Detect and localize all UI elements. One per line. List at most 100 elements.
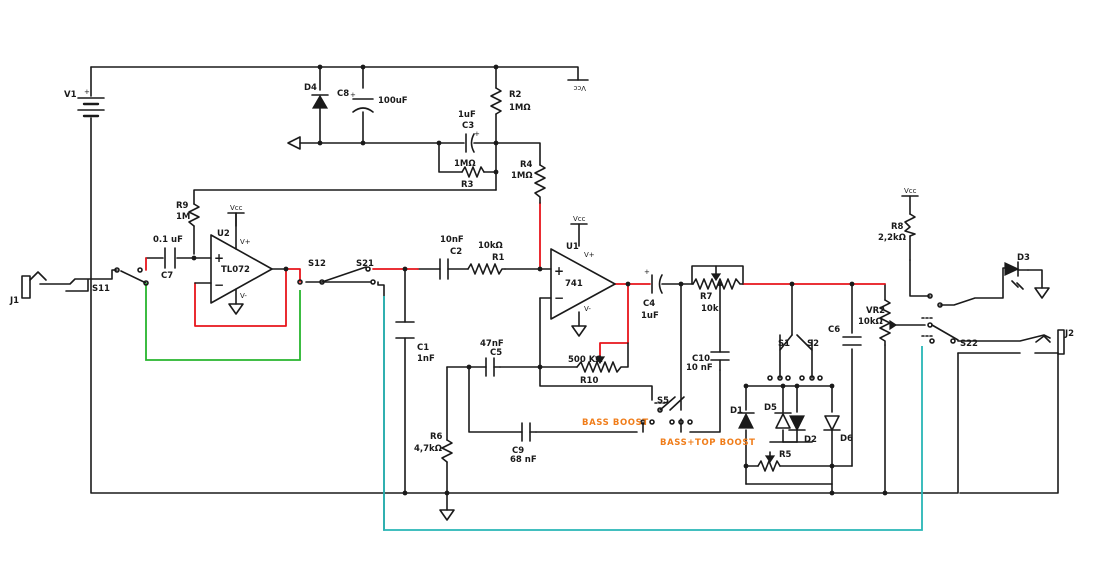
r6-ref: R6 (430, 432, 443, 442)
u1-vcc: Vcc (573, 215, 586, 223)
s1-ref: S1 (778, 339, 790, 349)
s5-ref: S5 (657, 396, 669, 406)
d1-ref: D1 (730, 406, 743, 416)
diode-d1: D1 (730, 406, 755, 429)
led-d3: D3 (1004, 253, 1050, 299)
r9-ref: R9 (176, 201, 189, 211)
s21-ref: S21 (356, 259, 374, 269)
u1-ref: U1 (566, 242, 579, 252)
c5-ref: C5 (490, 348, 502, 358)
resistor-r6: R6 4,7kΩ (414, 432, 455, 521)
c8-ref: C8 (337, 89, 349, 99)
s11-ref: S11 (92, 284, 110, 294)
capacitor-c5: 47nF C5 (480, 339, 504, 377)
r3-value: 1MΩ (454, 159, 476, 169)
vr2-ref: VR2 (866, 306, 885, 316)
capacitor-c7: 0.1 uF C7 (153, 235, 183, 281)
d2-ref: D2 (804, 435, 817, 445)
d5-ref: D5 (764, 403, 777, 413)
r8-ref: R8 (891, 222, 904, 232)
u1-vminus: V- (584, 305, 591, 313)
c7-value: 0.1 uF (153, 235, 183, 245)
u2-plus: + (214, 251, 224, 265)
d6-ref: D6 (840, 434, 853, 444)
resistor-r8: Vcc R8 2,2kΩ (878, 187, 919, 243)
c2-ref: C2 (450, 247, 462, 257)
highlighted-signal-paths (145, 202, 923, 531)
c1-value: 1nF (417, 354, 435, 364)
diode-d2: D2 (788, 415, 817, 445)
resistor-r4: R4 1MΩ (511, 160, 546, 204)
c10-value: 10 nF (686, 363, 713, 373)
switch-s11: S11 (92, 267, 149, 294)
potentiometer-r7: R7 10k (692, 265, 744, 314)
r1-value: 10kΩ (478, 241, 503, 251)
potentiometer-vr2: VR2 10kΩ (858, 299, 898, 346)
u2-ref: U2 (217, 229, 230, 239)
resistor-r2: R2 1MΩ (490, 87, 531, 115)
r4-ref: R4 (520, 160, 533, 170)
r7-value: 10k (701, 304, 719, 314)
switch-s1: S1 (767, 339, 791, 381)
opamp-u2: + − TL072 U2 V+ V- Vcc (194, 204, 273, 315)
u2-vcc: Vcc (230, 204, 243, 212)
r5-ref: R5 (779, 450, 792, 460)
c6-ref: C6 (828, 325, 840, 335)
u1-minus: − (554, 291, 564, 305)
capacitor-c8: + C8 100uF (337, 89, 408, 113)
diode-d6: D6 (823, 415, 853, 444)
switch-s21: S21 (356, 259, 376, 285)
svg-text:+: + (350, 91, 356, 99)
wires (39, 66, 1059, 531)
r9-value: 1M (176, 212, 190, 222)
c7-ref: C7 (161, 271, 173, 281)
capacitor-c1: C1 1nF (395, 321, 435, 364)
u2-minus: − (214, 278, 224, 292)
resistor-r3: 1MΩ R3 (454, 159, 485, 190)
r8-value: 2,2kΩ (878, 233, 906, 243)
r6-value: 4,7kΩ (414, 444, 442, 454)
input-jack-j1: J1 (9, 271, 47, 306)
capacitor-c4: + C4 1uF (641, 268, 682, 321)
c9-value: 68 nF (510, 455, 537, 465)
switch-s12: S12 (297, 259, 326, 285)
mode-bass-top-boost: BASS+TOP BOOST (660, 438, 756, 448)
svg-text:+: + (84, 88, 90, 96)
u1-plus: + (554, 264, 564, 278)
capacitor-c3: + 1uF C3 (458, 110, 480, 153)
capacitor-c9: C9 68 nF (510, 422, 537, 465)
j1-ref: J1 (9, 296, 19, 306)
diode-d4: D4 (304, 83, 329, 109)
c2-value: 10nF (440, 235, 464, 245)
r4-value: 1MΩ (511, 171, 533, 181)
vr2-value: 10kΩ (858, 317, 883, 327)
resistor-r1: 10kΩ R1 (467, 241, 506, 275)
s22-ref: S22 (960, 339, 978, 349)
u1-vplus: V+ (584, 251, 595, 259)
u2-vplus: V+ (240, 238, 251, 246)
c10-ref: C10 (692, 354, 710, 364)
r8-vcc: Vcc (904, 187, 917, 195)
c3-value: 1uF (458, 110, 476, 120)
u2-part: TL072 (221, 265, 250, 275)
c4-value: 1uF (641, 311, 659, 321)
opamp-u1: + − 741 U1 V+ V- Vcc (539, 215, 616, 337)
c8-value: 100uF (378, 96, 408, 106)
switch-s5: S5 (640, 396, 693, 425)
capacitor-c6: C6 (828, 325, 862, 346)
r1-ref: R1 (492, 253, 505, 263)
capacitor-c10: C10 10 nF (686, 351, 730, 373)
r3-ref: R3 (461, 180, 474, 190)
r2-ref: R2 (509, 90, 522, 100)
c5-value: 47nF (480, 339, 504, 349)
battery-v1: + V1 (64, 88, 105, 118)
s2-ref: S2 (807, 339, 819, 349)
junction-dots (191, 64, 888, 496)
c4-ref: C4 (643, 299, 655, 309)
r10-ref: R10 (580, 376, 598, 386)
diode-d5: D5 (764, 403, 792, 429)
svg-text:+: + (474, 130, 480, 138)
ground-triangle-left (287, 136, 301, 150)
capacitor-c2: 10nF C2 (439, 235, 464, 280)
